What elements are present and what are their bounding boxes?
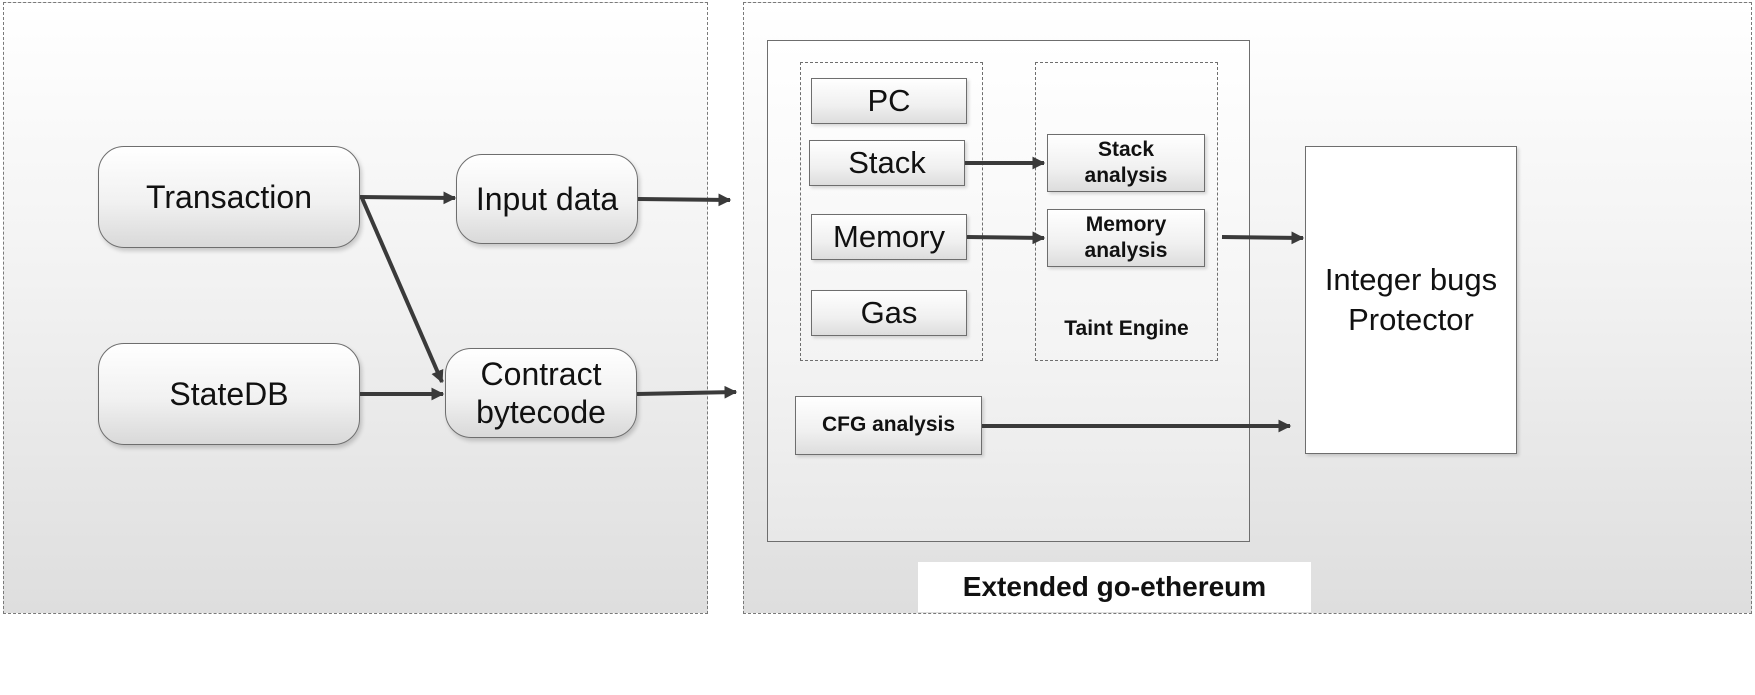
arrow-memory-to-memory-analysis <box>966 231 1046 245</box>
statedb-label: StateDB <box>169 375 289 412</box>
left-panel <box>3 2 708 614</box>
contract-bytecode-node: Contract bytecode <box>445 348 637 438</box>
protector-label: Integer bugs Protector <box>1324 261 1498 337</box>
transaction-node: Transaction <box>98 146 360 248</box>
memory-label: Memory <box>833 219 945 254</box>
arrow-bytecode-to-geth <box>636 385 738 399</box>
extended-geth-caption: Extended go-ethereum <box>918 562 1311 612</box>
taint-engine-group <box>1035 62 1218 361</box>
memory-node: Memory <box>811 214 967 260</box>
arrow-transaction-to-input <box>359 191 457 205</box>
transaction-label: Transaction <box>146 178 312 215</box>
arrow-input-to-geth <box>637 193 732 207</box>
taint-engine-label: Taint Engine <box>1064 317 1189 340</box>
stack-label: Stack <box>848 145 926 180</box>
arrow-taint-to-protector <box>1221 231 1305 245</box>
pc-label: PC <box>867 83 911 118</box>
arrow-transaction-to-bytecode <box>360 197 444 384</box>
stack-analysis-node: Stack analysis <box>1047 134 1205 192</box>
stack-node: Stack <box>809 140 965 186</box>
pc-node: PC <box>811 78 967 124</box>
input-data-label: Input data <box>475 180 619 217</box>
cfg-analysis-label: CFG analysis <box>821 413 956 437</box>
statedb-node: StateDB <box>98 343 360 445</box>
memory-analysis-label: Memory analysis <box>1084 212 1168 262</box>
gas-node: Gas <box>811 290 967 336</box>
gas-label: Gas <box>860 295 918 330</box>
evm-state-group <box>800 62 983 361</box>
memory-analysis-node: Memory analysis <box>1047 209 1205 267</box>
cfg-analysis-node: CFG analysis <box>795 396 982 455</box>
protector-node: Integer bugs Protector <box>1305 146 1517 454</box>
extended-geth-caption-text: Extended go-ethereum <box>962 571 1267 602</box>
input-data-node: Input data <box>456 154 638 244</box>
stack-analysis-label: Stack analysis <box>1084 137 1168 187</box>
contract-bytecode-label: Contract bytecode <box>476 355 606 430</box>
